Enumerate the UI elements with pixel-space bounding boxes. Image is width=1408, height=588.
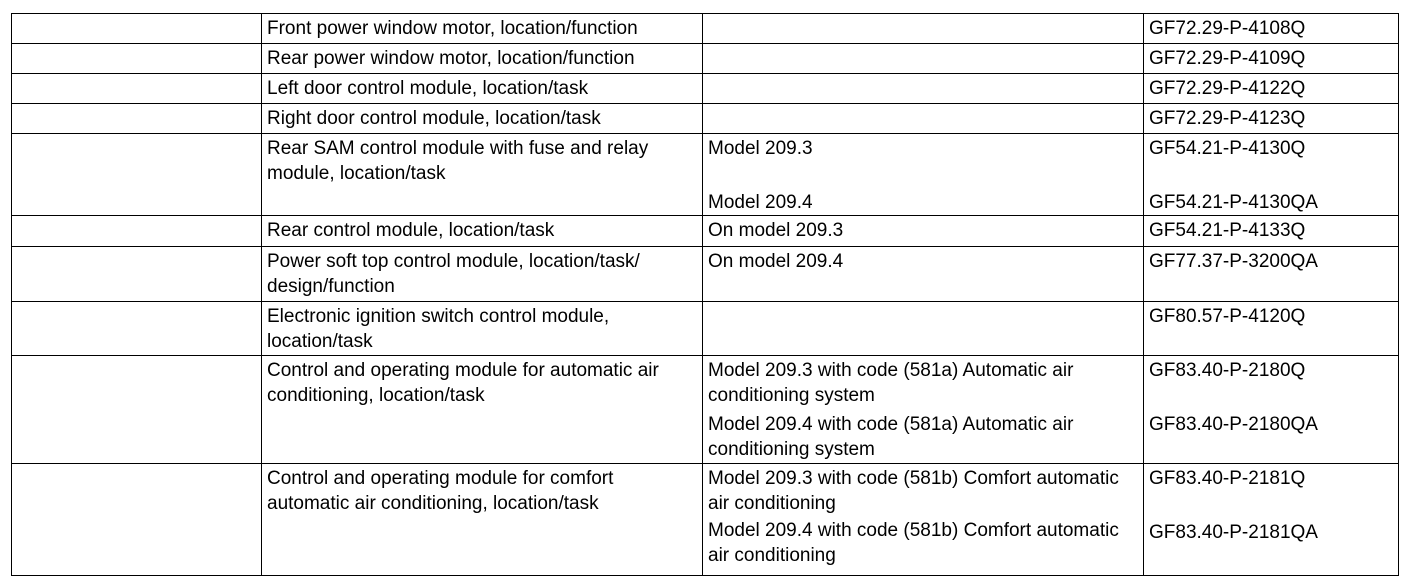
document-cell: GF54.21-P-4133Q [1143,215,1399,247]
description-cell: Rear power window motor, location/functi… [261,43,703,74]
document-cell: GF72.29-P-4109Q [1143,43,1399,74]
condition-entry: Model 209.3 with code (581b) Comfort aut… [708,468,1119,514]
table-row: Control and operating module for automat… [11,355,1399,464]
condition-cell [702,103,1144,134]
condition-entry: Model 209.4 with code (581a) Automatic a… [708,414,1074,460]
condition-cell [702,43,1144,74]
empty-cell [11,43,262,74]
description-cell: Right door control module, location/task [261,103,703,134]
description-cell: Rear control module, location/task [261,215,703,247]
condition-cell: On model 209.3 [702,215,1144,247]
document-cell: GF80.57-P-4120Q [1143,301,1399,356]
condition-entry: Model 209.4 with code (581b) Comfort aut… [708,520,1119,566]
condition-cell [702,13,1144,44]
table-row: Rear power window motor, location/functi… [11,43,1399,74]
table-row: Rear control module, location/task On mo… [11,215,1399,247]
condition-cell: Model 209.3 with code (581b) Comfort aut… [702,463,1144,576]
table-row: Right door control module, location/task… [11,103,1399,134]
empty-cell [11,133,262,216]
description-cell: Rear SAM control module with fuse and re… [261,133,703,216]
condition-cell [702,73,1144,104]
document-entry: GF83.40-P-2181Q [1149,468,1306,489]
document-entry: GF54.21-P-4130Q [1149,138,1306,159]
document-cell: GF54.21-P-4130Q GF54.21-P-4130QA [1143,133,1399,216]
document-entry: GF83.40-P-2180Q [1149,360,1306,381]
description-cell: Control and operating module for comfort… [261,463,703,576]
condition-entry: Model 209.3 with code (581a) Automatic a… [708,360,1074,406]
document-cell: GF83.40-P-2180Q GF83.40-P-2180QA [1143,355,1399,464]
table-row: Front power window motor, location/funct… [11,13,1399,44]
description-cell: Power soft top control module, location/… [261,246,703,302]
condition-entry: Model 209.3 [708,138,813,159]
empty-cell [11,73,262,104]
condition-cell: Model 209.3 Model 209.4 [702,133,1144,216]
document-entry: GF54.21-P-4130QA [1149,192,1318,213]
description-cell: Front power window motor, location/funct… [261,13,703,44]
empty-cell [11,103,262,134]
document-entry: GF83.40-P-2180QA [1149,414,1318,435]
empty-cell [11,355,262,464]
description-cell: Left door control module, location/task [261,73,703,104]
empty-cell [11,301,262,356]
condition-cell: Model 209.3 with code (581a) Automatic a… [702,355,1144,464]
table-row: Electronic ignition switch control modul… [11,301,1399,356]
empty-cell [11,463,262,576]
table-row: Power soft top control module, location/… [11,246,1399,302]
empty-cell [11,215,262,247]
empty-cell [11,246,262,302]
table-row: Left door control module, location/task … [11,73,1399,104]
table-row: Rear SAM control module with fuse and re… [11,133,1399,216]
reference-table: Front power window motor, location/funct… [11,13,1399,576]
document-entry: GF83.40-P-2181QA [1149,522,1318,543]
empty-cell [11,13,262,44]
document-cell: GF72.29-P-4108Q [1143,13,1399,44]
condition-cell: On model 209.4 [702,246,1144,302]
description-cell: Control and operating module for automat… [261,355,703,464]
table-row: Control and operating module for comfort… [11,463,1399,576]
description-cell: Electronic ignition switch control modul… [261,301,703,356]
document-cell: GF83.40-P-2181Q GF83.40-P-2181QA [1143,463,1399,576]
document-cell: GF77.37-P-3200QA [1143,246,1399,302]
condition-cell [702,301,1144,356]
document-cell: GF72.29-P-4123Q [1143,103,1399,134]
condition-entry: Model 209.4 [708,192,813,213]
document-cell: GF72.29-P-4122Q [1143,73,1399,104]
